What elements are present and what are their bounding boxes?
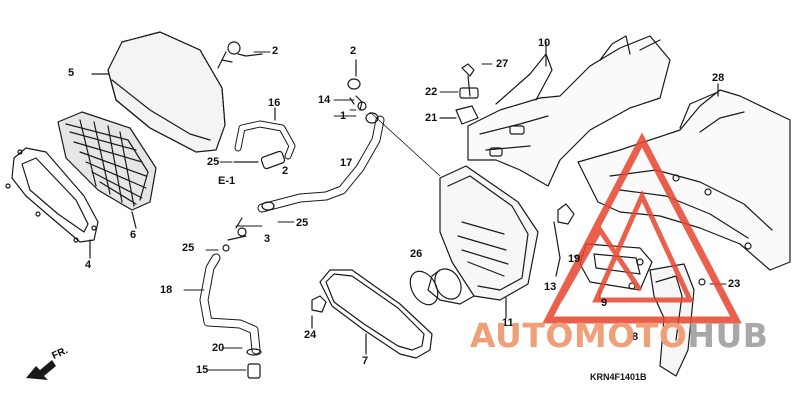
callout-25-c: 25 — [182, 242, 195, 254]
callout-20: 20 — [212, 342, 225, 354]
callout-26: 26 — [410, 248, 423, 260]
callout-1: 1 — [340, 110, 347, 122]
callout-24: 24 — [304, 329, 317, 341]
callout-25-a: 25 — [207, 156, 220, 168]
callout-22: 22 — [425, 86, 438, 98]
callout-8: 8 — [632, 331, 639, 343]
callout-5: 5 — [68, 67, 75, 79]
callout-2-top: 2 — [272, 45, 279, 57]
callout-27: 27 — [496, 58, 509, 70]
nut-24-part — [311, 295, 327, 329]
callout-16: 16 — [268, 97, 281, 109]
watermark-text: AUTOMOTOHUB — [470, 316, 768, 355]
callout-3: 3 — [264, 233, 271, 245]
callout-4: 4 — [85, 259, 92, 271]
filter-mesh-part — [57, 111, 157, 229]
watermark-auto: AUTO — [470, 316, 574, 355]
breather-hose-16-part — [233, 107, 296, 170]
filter-cover-part — [5, 147, 99, 259]
callout-e1: E-1 — [218, 175, 236, 187]
drain-tube-18-part — [199, 217, 262, 379]
long-hose-17-part — [257, 115, 385, 213]
callout-18: 18 — [160, 284, 173, 296]
callout-28: 28 — [712, 72, 725, 84]
air-box-housing-part — [427, 165, 539, 319]
callout-2-mid: 2 — [282, 165, 289, 177]
front-direction-arrow-icon — [26, 360, 56, 380]
o-ring-26-part — [409, 270, 439, 306]
gasket-7-part — [319, 269, 433, 359]
clip-part-top — [217, 41, 263, 69]
callout-21: 21 — [425, 112, 438, 124]
callout-13: 13 — [544, 281, 557, 293]
callout-19: 19 — [568, 253, 581, 265]
callout-15: 15 — [196, 364, 209, 376]
air-filter-element-part — [91, 31, 226, 153]
watermark-hub: HUB — [687, 316, 769, 355]
callout-2-upper: 2 — [350, 45, 357, 57]
callout-7: 7 — [362, 355, 369, 367]
grommet-13-part — [553, 203, 575, 277]
diagram-code: KRN4F1401B — [590, 372, 647, 382]
bracket-21-part — [439, 63, 479, 125]
callout-11: 11 — [502, 317, 514, 329]
callout-25-b: 25 — [296, 217, 309, 229]
callout-6: 6 — [130, 229, 137, 241]
callout-14: 14 — [318, 94, 331, 106]
watermark-moto: MOTO — [573, 316, 688, 355]
watermark-logo-icon — [542, 132, 742, 324]
callout-10: 10 — [538, 37, 551, 49]
air-duct-10-part — [467, 35, 671, 187]
callout-9: 9 — [601, 297, 608, 309]
callout-17: 17 — [340, 157, 353, 169]
hose-fittings-upper — [347, 59, 379, 124]
callout-23: 23 — [728, 278, 741, 290]
